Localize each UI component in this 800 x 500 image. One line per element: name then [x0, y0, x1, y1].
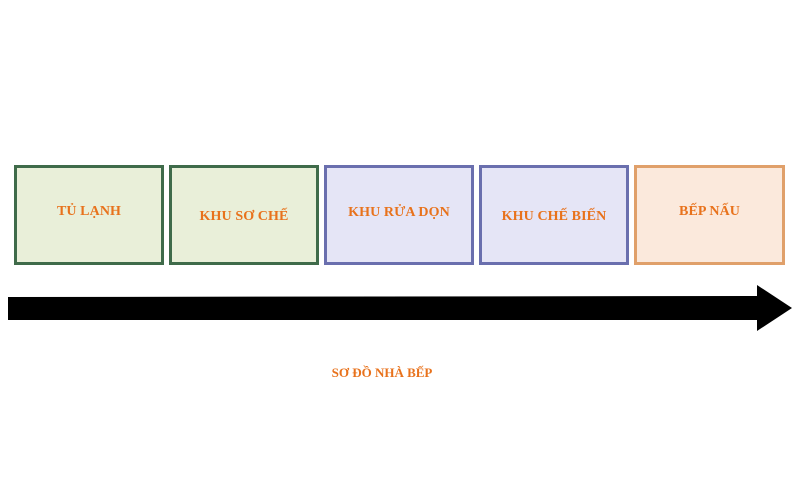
flow-arrow-icon [8, 285, 792, 331]
zone-label-processing-area: KHU CHẾ BIẾN [501, 209, 607, 224]
zone-processing-area: KHU CHẾ BIẾN [479, 165, 629, 265]
zone-label-stove: BẾP NẤU [679, 204, 740, 219]
zone-label-prep-area: KHU SƠ CHẾ [199, 209, 289, 224]
flow-arrow-shape [8, 285, 792, 331]
zone-stove: BẾP NẤU [634, 165, 785, 265]
zone-refrigerator: TỦ LẠNH [14, 165, 164, 265]
zone-washing-area: KHU RỬA DỌN [324, 165, 474, 265]
zone-label-refrigerator: TỦ LẠNH [56, 204, 122, 219]
zone-label-washing-area: KHU RỬA DỌN [348, 205, 450, 220]
diagram-caption: SƠ ĐỒ NHÀ BẾP [331, 365, 433, 380]
zone-prep-area: KHU SƠ CHẾ [169, 165, 319, 265]
